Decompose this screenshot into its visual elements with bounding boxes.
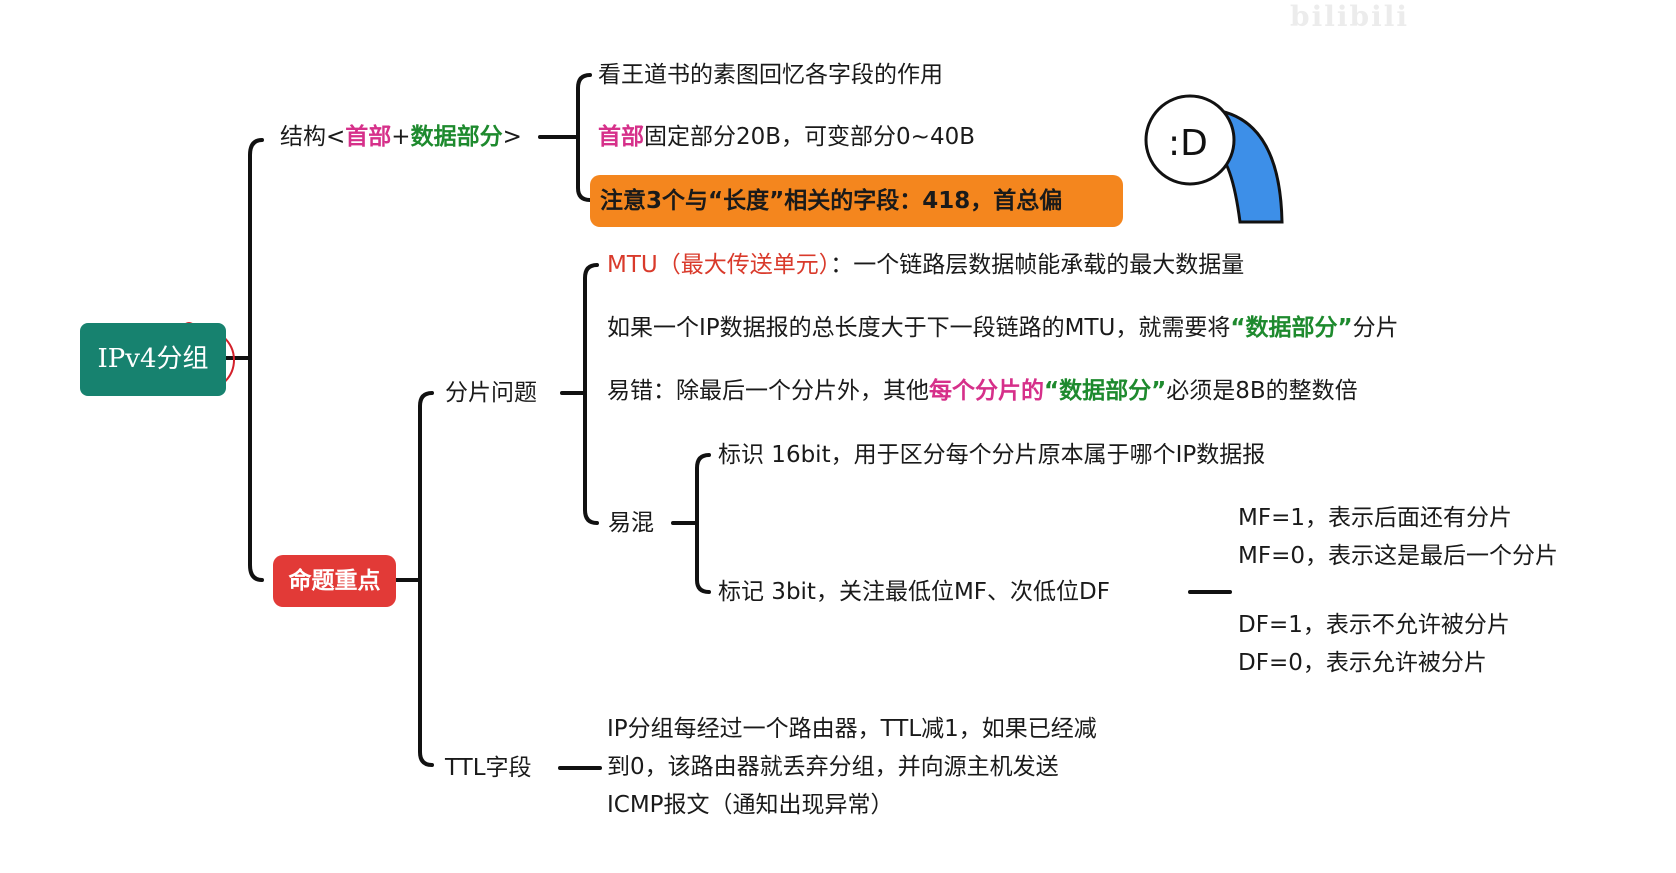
bracket-confuse	[695, 453, 711, 594]
node-df1: DF=1，表示不允许被分片	[1238, 612, 1510, 638]
node-mtu: MTU（最大传送单元）：一个链路层数据帧能承载的最大数据量	[607, 250, 1244, 280]
node-ttl-line1: IP分组每经过一个路由器，TTL减1，如果已经减	[607, 716, 1097, 742]
node-df0: DF=0，表示允许被分片	[1238, 650, 1487, 676]
bracket-key	[418, 391, 434, 767]
structure-suffix: >	[502, 124, 522, 150]
doodle-face-icon: :D	[1144, 94, 1284, 224]
structure-prefix: 结构<	[280, 124, 346, 150]
node-ttl: TTL字段	[445, 755, 532, 781]
need-suffix: 分片	[1352, 315, 1399, 341]
structure-header: 首部	[345, 124, 392, 150]
node-flags: 标记 3bit，关注最低位MF、次低位DF	[718, 579, 1110, 605]
node-need-fragment: 如果一个IP数据报的总长度大于下一段链路的MTU，就需要将“数据部分”分片	[607, 313, 1399, 343]
node-error-prone: 易错：除最后一个分片外，其他每个分片的“数据部分”必须是8B的整数倍	[607, 376, 1358, 406]
node-fragment: 分片问题	[445, 380, 537, 406]
node-identification: 标识 16bit，用于区分每个分片原本属于哪个IP数据报	[718, 442, 1266, 468]
svg-text::D: :D	[1168, 123, 1208, 164]
node-key-points: 命题重点	[273, 555, 396, 607]
bracket-main	[248, 138, 264, 582]
node-mf0: MF=0，表示这是最后一个分片	[1238, 543, 1558, 569]
node-length-notice: 注意3个与“长度”相关的字段：418，首总偏	[590, 175, 1123, 227]
need-highlight: “数据部分”	[1230, 315, 1353, 341]
root-node-ipv4-packet: IPv4分组	[80, 323, 226, 396]
header-size-rest: 固定部分20B，可变部分0~40B	[644, 124, 975, 150]
node-ttl-line3: ICMP报文（通知出现异常）	[607, 792, 894, 818]
node-header-size: 首部固定部分20B，可变部分0~40B	[598, 122, 975, 152]
node-ttl-line2: 到0，该路由器就丢弃分组，并向源主机发送	[607, 754, 1059, 780]
bracket-fragment	[583, 263, 599, 525]
err-suffix: 必须是8B的整数倍	[1166, 378, 1358, 404]
mtu-desc: ：一个链路层数据帧能承载的最大数据量	[830, 252, 1245, 278]
watermark: bilibili	[1290, 0, 1409, 33]
bracket-structure	[576, 73, 592, 202]
node-mf1: MF=1，表示后面还有分片	[1238, 505, 1512, 531]
err-prefix: 易错：除最后一个分片外，其他	[607, 378, 929, 404]
need-prefix: 如果一个IP数据报的总长度大于下一段链路的MTU，就需要将	[607, 315, 1231, 341]
structure-data-part: 数据部分	[410, 124, 503, 150]
err-pink: 每个分片的	[929, 378, 1044, 404]
err-green: “数据部分”	[1044, 378, 1167, 404]
node-structure: 结构<首部+数据部分>	[280, 122, 522, 152]
header-size-header: 首部	[598, 124, 644, 150]
node-confuse: 易混	[608, 510, 654, 536]
mtu-term: MTU（最大传送单元）	[607, 252, 831, 278]
structure-plus: +	[391, 124, 411, 150]
node-recall: 看王道书的素图回忆各字段的作用	[598, 62, 943, 88]
